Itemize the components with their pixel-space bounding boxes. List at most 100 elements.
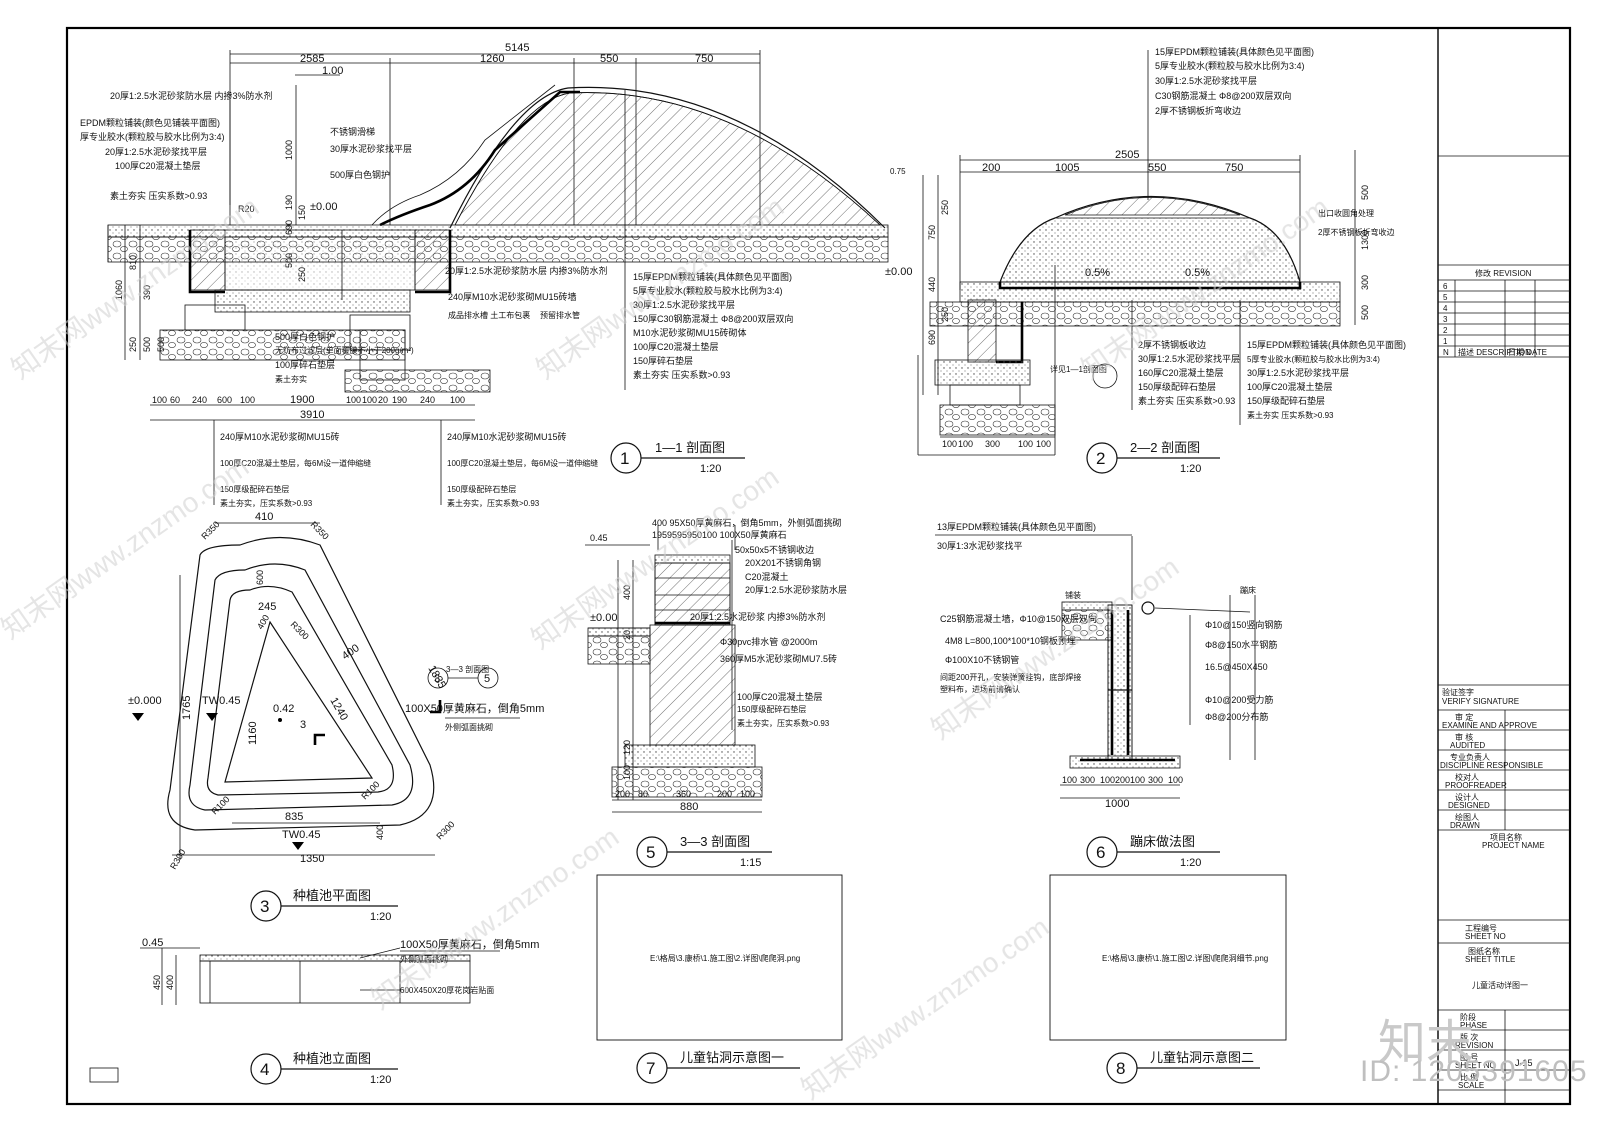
s2-dim: 300 — [1360, 275, 1370, 290]
s1-note: 150厚级配碎石垫层 — [447, 484, 516, 494]
s1-dim: 250 — [297, 267, 307, 282]
s1-dim: 1060 — [114, 280, 124, 300]
s1-dim: 250 — [128, 337, 138, 352]
s1-note: 240厚M10水泥砂浆砌MU15砖墙 — [448, 291, 577, 302]
s2-dim: 1005 — [1055, 162, 1079, 174]
s2-dim: 100 — [958, 439, 973, 449]
s1-note: 20厚1:2.5水泥砂浆找平层 — [105, 146, 207, 157]
s1-dim: 190 — [392, 395, 407, 405]
s1-note: 素土夯实 压实系数>0.93 — [110, 190, 207, 201]
s1-note: 240厚M10水泥砂浆砌MU15砖 — [447, 431, 567, 442]
s1-dim: 60 — [170, 395, 180, 405]
rev-row: 5 — [1443, 293, 1448, 302]
s5-note: Φ30pvc排水管 @2000m — [720, 636, 817, 647]
s5-note: 100厚C20混凝土垫层 — [737, 691, 823, 702]
phase: PHASE — [1460, 1021, 1487, 1030]
sheetno-cn: 工程编号 — [1465, 923, 1497, 933]
s1-dim: 100 — [346, 395, 361, 405]
image-path: E:\格局\3.康桥\1.施工图\2.详图\爬爬洞细节.png — [1102, 953, 1268, 963]
s2-dim: 750 — [1225, 162, 1243, 174]
drawing-number: 7 — [646, 1059, 655, 1078]
drawing-title: 儿童钻洞示意图二 — [1150, 1050, 1254, 1065]
drawing-scale: 1:20 — [1180, 463, 1201, 475]
title-block: 修改 REVISION 6 5 4 3 2 1 N 描述 DESCRIPTION… — [1438, 155, 1570, 1104]
s2-note: 素土夯实 压实系数>0.93 — [1138, 395, 1235, 406]
s6-label: 蹦床 — [1240, 585, 1256, 595]
role-cn: 绘图人 — [1455, 812, 1479, 822]
s2-dim: 750 — [927, 225, 937, 240]
section-2-2: 2505 200 1005 550 750 0.75 ±0.00 750 250… — [885, 46, 1406, 475]
s1-dim: 1000 — [284, 140, 294, 160]
s1-dim: 150 — [297, 205, 307, 220]
watermark: 知末网www.znzmo.com — [926, 551, 1185, 745]
s1-note: 150厚级配碎石垫层 — [220, 484, 289, 494]
s2-dim: 690 — [927, 330, 937, 345]
s2-dim: 100 — [942, 439, 957, 449]
s5-dim: 200 — [615, 789, 630, 799]
drawing-scale: 1:20 — [370, 911, 391, 923]
version: REVISION — [1455, 1041, 1493, 1050]
s3-dim: R300 — [168, 847, 187, 871]
s2-note: 2厚不锈钢板折弯收边 — [1318, 227, 1394, 237]
s4-dim: 450 — [152, 975, 162, 990]
s4-note: 600X450X20厚花岗岩贴面 — [400, 985, 494, 995]
s3-dim: 600 — [255, 570, 265, 585]
sig-title: 验证签字 — [1442, 687, 1474, 697]
drawing-scale: 1:20 — [370, 1074, 391, 1086]
s5-dim: 100 — [740, 789, 755, 799]
s5-note: 20X201不锈钢角钢 — [745, 557, 821, 568]
drawing-scale: 1:20 — [1180, 857, 1201, 869]
watermark: 知末网www.znzmo.com — [366, 821, 625, 1015]
s3-note: 外侧弧面挑砌 — [445, 722, 493, 732]
s2-note: 素土夯实 压实系数>0.93 — [1247, 410, 1334, 420]
s6-dim: 100 — [1130, 775, 1145, 785]
s5-note: 50x50x5不锈钢收边 — [735, 544, 814, 555]
s2-note: 150厚级配碎石垫层 — [1138, 381, 1216, 392]
s1-note: 100厚C20混凝土垫层 — [633, 341, 719, 352]
drawing-scale: 1:15 — [740, 857, 761, 869]
s5-level: ±0.00 — [590, 612, 617, 624]
title-en: SHEET TITLE — [1465, 955, 1515, 964]
version: 版 次 — [1460, 1032, 1478, 1042]
s2-dim: 100 — [1018, 439, 1033, 449]
s2-level: ±0.00 — [885, 266, 912, 278]
level-marker-icon — [132, 713, 144, 721]
s1-dim: 190 — [284, 195, 294, 210]
s1-note: 240厚M10水泥砂浆砌MU15砖 — [220, 431, 340, 442]
title-cn: 图纸名称 — [1468, 946, 1500, 956]
s1-note: 20厚1:2.5水泥砂浆防水层 内掺3%防水剂 — [445, 265, 608, 276]
project-cn: 项目名称 — [1490, 832, 1522, 842]
s2-dim: 300 — [985, 439, 1000, 449]
s3-dim: R100 — [359, 779, 381, 801]
s2-note: 30厚1:2.5水泥砂浆找平层 — [1247, 367, 1349, 378]
s3-level: ±0.000 — [128, 695, 162, 707]
s5-dim: 400 — [622, 585, 632, 600]
s1-dim: 550 — [600, 53, 618, 65]
s6-dim: 100 — [1168, 775, 1183, 785]
drawing-title: 种植池平面图 — [293, 888, 371, 903]
s5-level: 0.45 — [590, 533, 608, 543]
s6-note: 间距200开孔，安装弹簧挂钩，底部焊接 — [940, 672, 1081, 682]
s1-note: 150厚C30钢筋混凝土 Φ8@200双层双向 — [633, 313, 793, 324]
s6-dim: 300 — [1080, 775, 1095, 785]
sheet-val: J-15 — [1515, 1058, 1533, 1068]
section-3-3: 0.45 ±0.00 400 95X50厚黄麻石，倒角5mm，外侧弧面挑砌 19… — [585, 517, 847, 869]
s5-note: C20混凝土 — [745, 571, 789, 582]
s1-dim: 500 — [156, 337, 166, 352]
s1-note: 500厚白色钢护 — [330, 169, 390, 180]
sheet-outer-border — [65, 26, 1572, 1106]
s2-dim: 500 — [1360, 305, 1370, 320]
s1-dim: 1.00 — [322, 65, 343, 77]
s1-note: 素土夯实 压实系数>0.93 — [633, 369, 730, 380]
sig-sub: VERIFY SIGNATURE — [1442, 697, 1519, 706]
s4-dim: 400 — [165, 975, 175, 990]
role-en: EXAMINE AND APPROVE — [1442, 721, 1537, 730]
rev-row: 1 — [1443, 337, 1448, 346]
placeholder-7: E:\格局\3.康桥\1.施工图\2.详图\爬爬洞.png 7 儿童钻洞示意图一 — [596, 874, 843, 1084]
s1-dim: 1260 — [480, 53, 504, 65]
s2-note: 100厚C20混凝土垫层 — [1247, 381, 1333, 392]
s1-dim: 100 — [152, 395, 167, 405]
s1-dim: 240 — [192, 395, 207, 405]
s2-note: C30钢筋混凝土 Φ8@200双层双向 — [1155, 90, 1291, 101]
brand-logo: 知末 — [1378, 1017, 1475, 1070]
